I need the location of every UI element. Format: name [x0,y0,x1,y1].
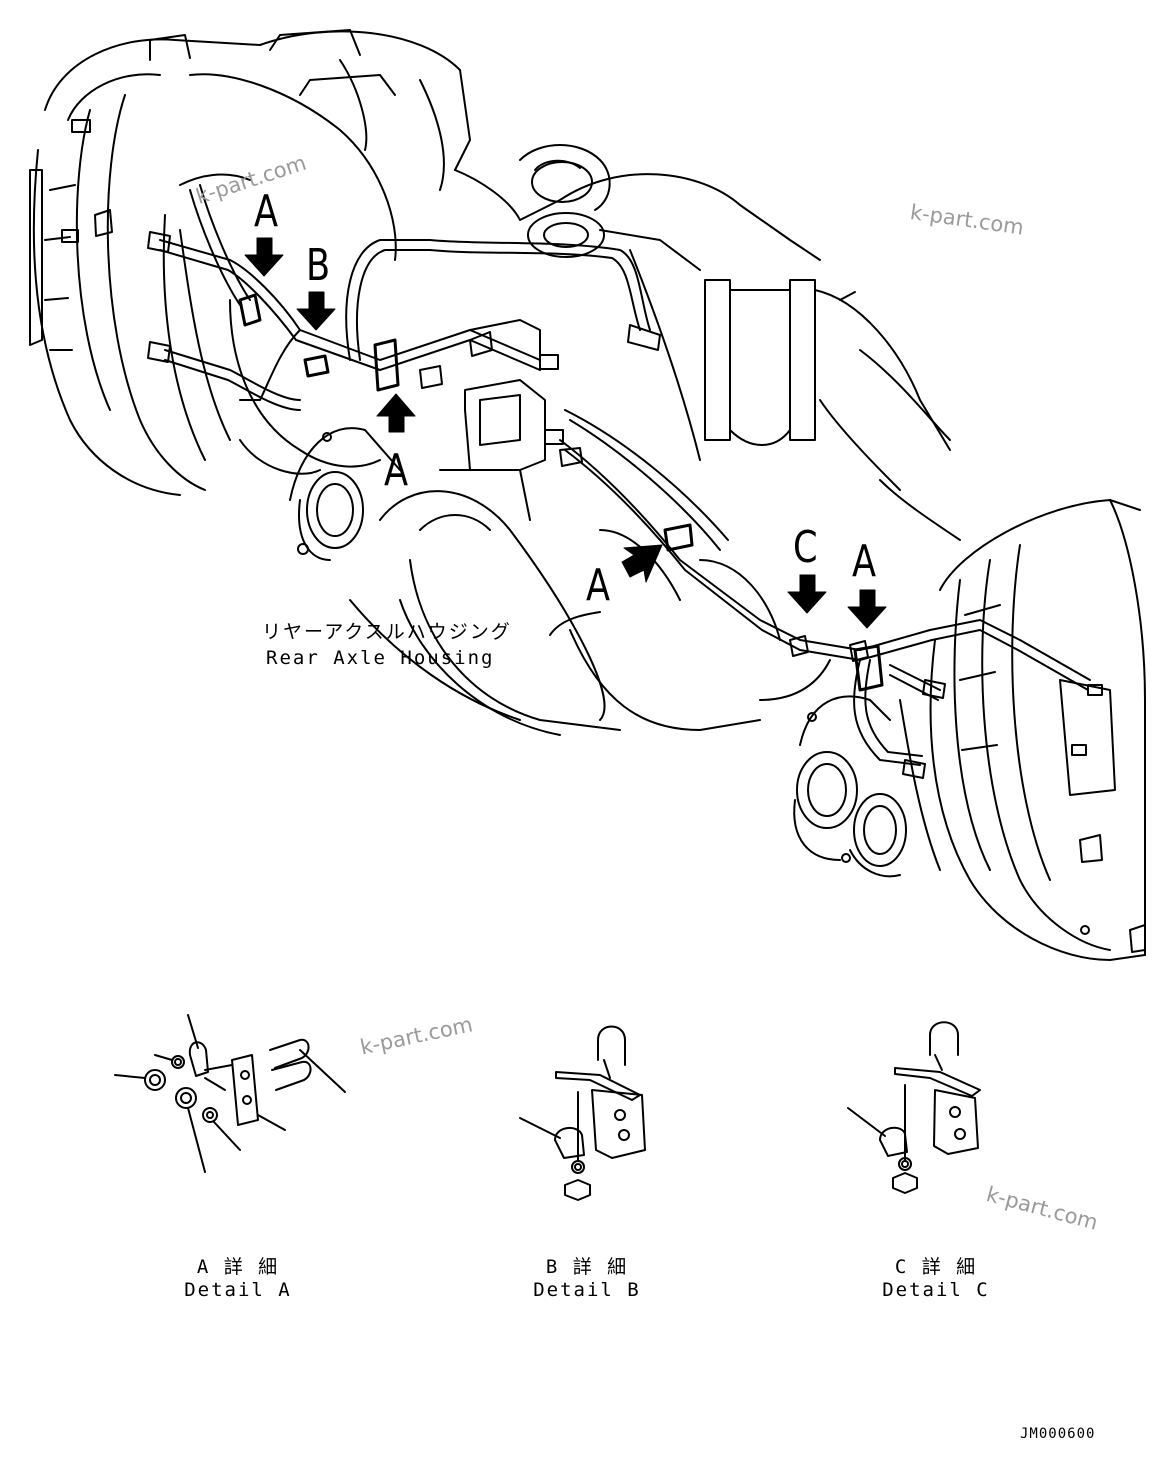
detail-c-label-jp: C 詳 細 [894,1256,978,1278]
detail-b-view [519,1025,646,1201]
right-hub-assembly [793,499,1146,961]
callout-a-2: A [384,445,409,496]
arrow-a-2-icon [376,393,416,433]
arrow-b-1-icon [296,291,336,331]
detail-c-label-en: Detail C [882,1279,990,1301]
detail-c-view [847,1021,981,1194]
callout-a-1: A [254,186,279,237]
detail-b-label-jp: B 詳 細 [545,1256,629,1278]
arrow-a-3-icon [621,544,663,583]
document-id: JM000600 [1020,1426,1096,1442]
detail-a-label-en: Detail A [184,1279,292,1301]
arrow-c-1-icon [787,574,827,614]
callout-arrows [244,237,887,629]
housing-label-jp: リヤーアクスルハウジング [262,621,512,643]
callout-a-4: A [852,536,877,587]
housing-leader-line [549,611,601,636]
valve-block [419,319,583,471]
callout-b-1: B [306,240,331,291]
arrow-a-4-icon [847,589,887,629]
arrow-a-1-icon [244,237,284,277]
pipe-clamps [238,293,884,692]
detail-a-label-jp: A 詳 細 [196,1256,280,1278]
central-housing [289,144,961,736]
callout-a-3: A [586,560,611,611]
detail-a-view [114,1014,346,1173]
detail-b-label-en: Detail B [533,1279,641,1301]
pipe-fittings [147,231,946,779]
callout-c-1: C [793,522,818,573]
housing-label-en: Rear Axle Housing [266,647,495,669]
brake-piping [159,184,1091,766]
